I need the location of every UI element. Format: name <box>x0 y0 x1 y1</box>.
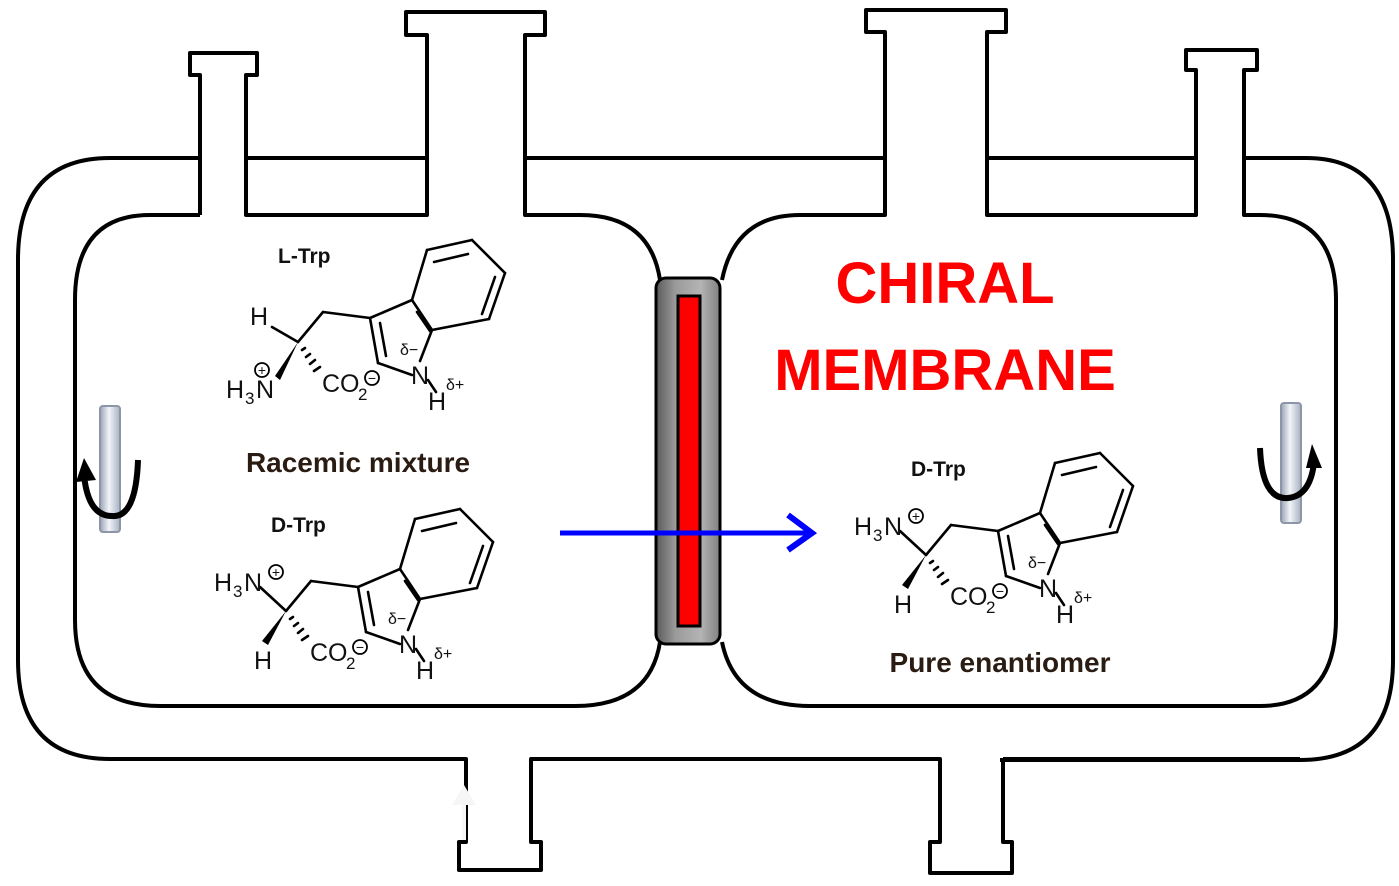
faint-up-arrow-icon <box>452 785 476 840</box>
negative-charge-icon <box>992 583 1008 599</box>
outer-jacket-bottom <box>16 260 1300 875</box>
vessel-jacket <box>16 8 1395 875</box>
atom-h3: H <box>854 513 872 541</box>
atom-h3: H <box>226 376 244 404</box>
bond <box>309 579 360 589</box>
chiral-membrane <box>654 276 722 646</box>
wedge-bond <box>275 342 298 380</box>
title-line-2: MEMBRANE <box>774 338 1116 403</box>
negative-charge-icon <box>352 639 368 655</box>
bond <box>898 529 928 557</box>
positive-charge-icon <box>254 362 270 378</box>
charge-sign: − <box>356 639 364 655</box>
atom-n-ring: N <box>399 631 417 659</box>
bond <box>296 310 325 344</box>
atom-h: H <box>894 591 912 619</box>
negative-charge-icon <box>364 370 380 386</box>
molecule-name: D-Trp <box>271 514 326 537</box>
delta-minus: δ− <box>1028 555 1046 572</box>
atom-co: CO <box>322 370 360 398</box>
rotation-arrowhead-icon <box>76 458 96 482</box>
outer-jacket-top <box>16 8 1395 762</box>
bond <box>949 523 1000 533</box>
positive-charge-icon <box>268 564 284 580</box>
indole-ring <box>356 507 495 646</box>
charge-sign: − <box>996 583 1004 599</box>
stirrer-rod-right <box>1280 402 1302 524</box>
atom-h3: H <box>214 569 232 597</box>
hashed-bond <box>300 346 322 373</box>
atom-co: CO <box>950 583 988 611</box>
bond <box>426 378 438 394</box>
atom-co: CO <box>310 639 348 667</box>
positive-charge-icon <box>908 508 924 524</box>
indole-ring <box>996 451 1135 590</box>
charge-sign: + <box>912 508 920 524</box>
molecule-d-trp-left: D-Trp H 3 N <box>214 507 495 685</box>
stirrer-rod-left <box>99 405 121 533</box>
molecule-name: L-Trp <box>278 245 331 268</box>
subscript: 3 <box>233 582 242 601</box>
indole-ring <box>368 238 507 377</box>
atom-h: H <box>250 303 268 331</box>
rotation-arrowhead-icon <box>1306 444 1322 468</box>
delta-plus: δ+ <box>434 646 452 663</box>
delta-plus: δ+ <box>1074 590 1092 607</box>
subscript: 3 <box>873 526 882 545</box>
stirrer-rotation-icon <box>81 459 141 519</box>
charge-sign: − <box>368 370 376 386</box>
bond <box>1054 591 1066 607</box>
left-cell-body <box>73 213 662 708</box>
molecule-d-trp-right: D-Trp H 3 N <box>854 451 1135 629</box>
hashed-bond <box>288 615 310 642</box>
hashed-bond <box>928 559 950 586</box>
right-caption: Pure enantiomer <box>890 647 1111 678</box>
delta-minus: δ− <box>400 342 418 359</box>
atom-h-ring: H <box>1056 601 1074 629</box>
molecule-name: D-Trp <box>911 458 966 481</box>
bond <box>284 579 313 613</box>
transport-arrow <box>560 512 818 553</box>
bond <box>414 647 426 663</box>
molecule-l-trp: L-Trp <box>226 238 507 416</box>
wedge-bond <box>262 611 286 645</box>
charge-sign: + <box>258 362 266 378</box>
title-line-1: CHIRAL <box>835 251 1054 316</box>
delta-plus: δ+ <box>446 377 464 394</box>
subscript: 3 <box>245 389 254 408</box>
atom-n: N <box>256 376 274 404</box>
atom-h-ring: H <box>428 388 446 416</box>
atom-n: N <box>244 569 262 597</box>
left-cell-top-edge <box>198 158 662 281</box>
membrane-core <box>676 294 702 628</box>
subscript: 2 <box>346 654 355 673</box>
bond <box>924 523 953 557</box>
stirrer-rotation-icon <box>1257 447 1317 502</box>
atom-h: H <box>254 647 272 675</box>
atom-h-ring: H <box>416 657 434 685</box>
subscript: 2 <box>358 385 367 404</box>
delta-minus: δ− <box>388 611 406 628</box>
atom-n: N <box>884 513 902 541</box>
left-caption: Racemic mixture <box>246 447 470 478</box>
charge-sign: + <box>272 564 280 580</box>
bond <box>321 310 372 320</box>
right-cell-body <box>720 158 1338 708</box>
transport-arrow-head <box>786 512 818 553</box>
bond <box>270 325 300 344</box>
atom-n-ring: N <box>1039 575 1057 603</box>
atom-n-ring: N <box>411 362 429 390</box>
wedge-bond <box>902 555 926 589</box>
left-stirrer[interactable] <box>76 405 141 533</box>
subscript: 2 <box>986 598 995 617</box>
bond <box>258 585 288 613</box>
right-stirrer[interactable] <box>1257 402 1322 524</box>
